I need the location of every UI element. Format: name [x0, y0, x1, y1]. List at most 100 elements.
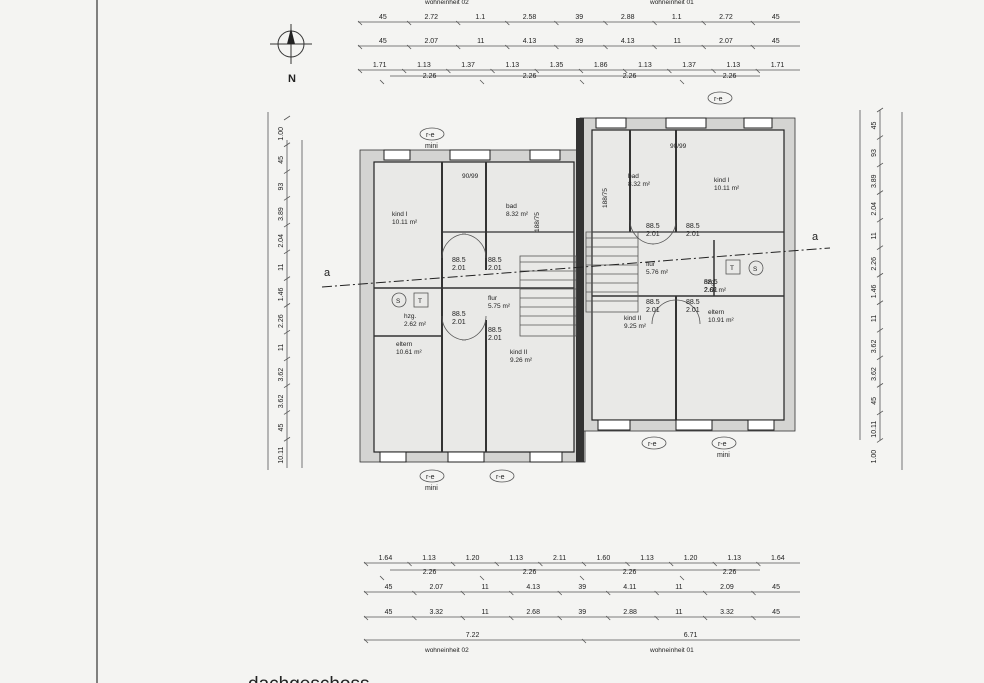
window-size-tag: mini — [425, 143, 438, 150]
dimension-label: 1.71 — [373, 62, 387, 69]
dimension-label: 39 — [578, 584, 586, 591]
dimension-label: 2.68 — [526, 609, 540, 616]
door-tag: 2.01 — [686, 231, 700, 238]
north-label: N — [288, 73, 296, 85]
door-tag: 88.5 — [704, 279, 718, 286]
dimension-label: 1.46 — [278, 287, 285, 301]
dimension-label: 2.26 — [623, 569, 637, 576]
dimension-label: 39 — [575, 14, 583, 21]
door-tag: 2.01 — [646, 231, 660, 238]
dimension-label: 2.26 — [523, 569, 537, 576]
dimension-label: 1.13 — [509, 555, 523, 562]
dimension-label: 45 — [379, 38, 387, 45]
dimension-label: 1.1 — [672, 14, 682, 21]
dimension-label: 1.1 — [475, 14, 485, 21]
dimension-label: 1.13 — [422, 555, 436, 562]
dimension-label: 2.26 — [723, 73, 737, 80]
room-name: eltern — [396, 341, 413, 348]
dimension-label: 3.62 — [871, 367, 878, 381]
dimension-label: 1.20 — [466, 555, 480, 562]
dimension-label: 10.11 — [278, 447, 285, 464]
dimension-label: 1.60 — [597, 555, 611, 562]
door-tag: 2.01 — [488, 335, 502, 342]
room-area: 10.11 m² — [392, 219, 418, 226]
dimension-label: 2.88 — [621, 14, 635, 21]
dimension-label: 2.11 — [553, 555, 566, 562]
dimension-label: 11 — [278, 344, 285, 351]
symbol-t-left: T — [418, 298, 422, 305]
dimension-label: 45 — [379, 14, 387, 21]
dimension-label: 2.26 — [723, 569, 737, 576]
boiler-s-icon — [748, 260, 764, 276]
dimension-label: 1.13 — [640, 555, 654, 562]
room-area: 10.91 m² — [708, 317, 734, 324]
dimension-label: 11 — [477, 38, 484, 45]
room-area: 10.11 m² — [714, 185, 740, 192]
right-dimensions: 45933.892.04112.261.46113.623.624510.111… — [859, 107, 903, 470]
dimension-label: 1.13 — [727, 555, 741, 562]
dimension-label: 1.00 — [871, 450, 878, 464]
dimension-label: 45 — [385, 609, 393, 616]
room-area: 2.62 m² — [404, 321, 427, 328]
dimension-label: 4.13 — [523, 38, 537, 45]
dimension-label: 11 — [871, 232, 878, 239]
dimension-label: 3.89 — [871, 174, 878, 188]
dimension-label: 2.26 — [423, 569, 437, 576]
dimension-label: 45 — [871, 397, 878, 405]
dimension-label: 3.89 — [278, 207, 285, 221]
door-tag: 88.5 — [488, 327, 502, 334]
symbol-s-right: S — [753, 266, 758, 273]
dimension-label: 1.64 — [379, 555, 393, 562]
dimension-label: 3.62 — [871, 340, 878, 354]
dimension-label: 11 — [482, 609, 489, 616]
room-name: hzg. — [404, 313, 416, 320]
room-area: 2.62 m² — [704, 287, 727, 294]
dimension-label: 2.07 — [719, 38, 733, 45]
door-tag: 88.5 — [646, 299, 660, 306]
dimension-label: 45 — [772, 38, 780, 45]
section-label-left: a — [324, 267, 331, 279]
dimension-label: 45 — [871, 121, 878, 129]
window-type-tag: r-e — [426, 474, 435, 481]
door-tag: 88.5 — [488, 257, 502, 264]
dimension-label: 45 — [772, 584, 780, 591]
dimension-label: 3.32 — [429, 609, 443, 616]
room-area: 9.25 m² — [624, 323, 647, 330]
section-label-right: a — [812, 231, 819, 243]
window-tag-bubble — [711, 436, 737, 450]
skylight-tag: 90/99 — [670, 143, 687, 150]
dimension-label: 11 — [871, 315, 878, 322]
tank-t-icon — [725, 259, 741, 275]
window-type-tag: r-e — [648, 441, 657, 448]
dimension-label: 2.04 — [871, 202, 878, 216]
door-tag: 88.5 — [646, 223, 660, 230]
room-area: 10.61 m² — [396, 349, 422, 356]
room-name: eltern — [708, 309, 725, 316]
skylight-tag: 188/75 — [602, 188, 609, 208]
door-tag: 2.01 — [646, 307, 660, 314]
symbol-s-left: S — [396, 298, 401, 305]
dimension-label: 4.13 — [526, 584, 540, 591]
north-arrow-icon: N — [270, 24, 312, 85]
window-tag-bubble — [489, 469, 515, 483]
door-tag: 88.5 — [686, 299, 700, 306]
dimension-label: 1.00 — [278, 127, 285, 141]
dimension-label: 39 — [575, 38, 583, 45]
dimension-label: 2.07 — [424, 38, 438, 45]
dimension-label: 11 — [674, 38, 681, 45]
dimension-label: 2.07 — [429, 584, 443, 591]
door-tag: 2.01 — [452, 265, 466, 272]
window-type-tag: r-e — [718, 441, 727, 448]
dimension-label: 2.88 — [623, 609, 637, 616]
dimension-label: 2.72 — [424, 14, 438, 21]
dimension-label: 93 — [278, 183, 285, 191]
boiler-s-icon — [391, 292, 407, 308]
symbol-t-right: T — [730, 265, 734, 272]
dimension-label: 1.37 — [682, 62, 696, 69]
dimension-label: 1.13 — [638, 62, 652, 69]
dimension-label: 6.71 — [684, 632, 698, 639]
tank-t-icon — [413, 292, 429, 308]
room-name: kind I — [714, 177, 730, 184]
dimension-label: 4.11 — [623, 584, 636, 591]
